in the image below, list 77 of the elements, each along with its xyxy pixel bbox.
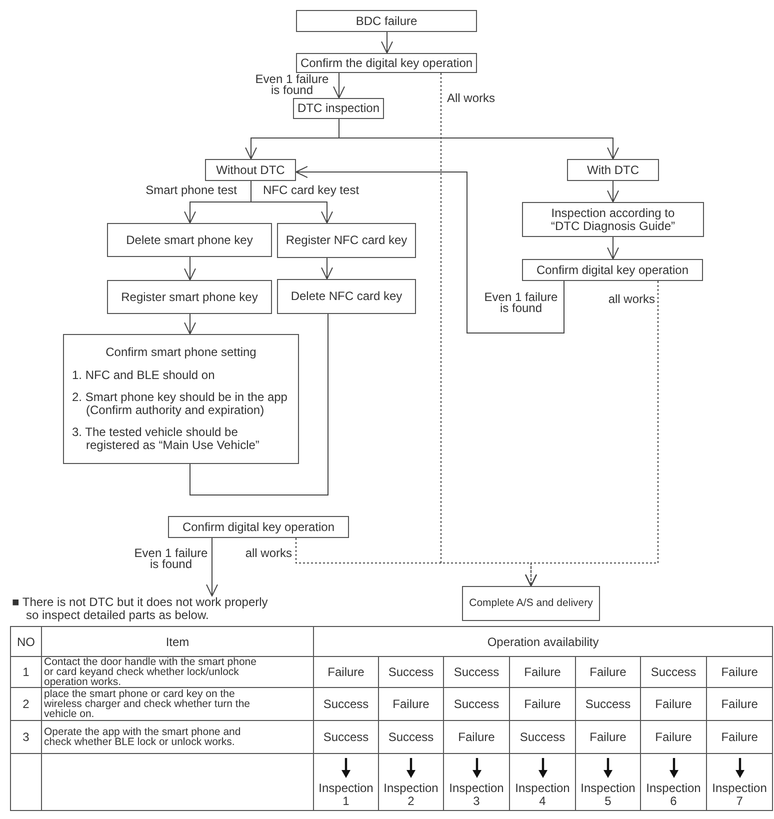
note-text: ■ There is not DTC but it does not work properly so inspect detailed parts as below.: [12, 596, 276, 621]
status-text: Success: [388, 730, 434, 744]
arrow: [206, 538, 218, 596]
status-text: Failure: [590, 665, 626, 679]
status-text: Failure: [721, 730, 758, 744]
edge-label: All works: [447, 93, 496, 104]
status-text: Success: [323, 730, 369, 744]
arrow: [381, 32, 393, 54]
arrow: [321, 258, 333, 280]
status-text: Failure: [458, 730, 495, 744]
process-box: Confirm digital key operation: [168, 516, 349, 538]
status-text: Success: [585, 697, 631, 711]
inspection-label: Inspection 2: [382, 782, 440, 808]
process-box: Confirm the digital key operation: [296, 53, 477, 73]
arrow: [607, 236, 619, 260]
row-number: 2: [22, 697, 30, 711]
arrow: [250, 180, 333, 224]
inspection-label: Inspection 6: [645, 782, 702, 808]
column-header: Operation availability: [487, 634, 599, 648]
list-item: 1. NFC and BLE should on: [72, 369, 216, 382]
box-heading: Confirm smart phone setting: [104, 346, 258, 359]
inspection-label: Inspection 3: [448, 782, 505, 808]
process-box: Inspection according to “DTC Diagnosis Guide”: [522, 202, 704, 237]
process-box: Delete smart phone key: [107, 223, 272, 257]
status-text: Success: [520, 730, 566, 744]
status-text: Success: [454, 697, 500, 711]
inspection-label: Inspection 4: [514, 782, 571, 808]
arrow: [338, 118, 619, 160]
edge-label: Even 1 failure is found: [483, 292, 559, 314]
process-box: With DTC: [567, 159, 659, 181]
checklist-box: [63, 334, 299, 464]
inspection-label: Inspection 5: [580, 782, 636, 808]
status-text: Success: [650, 665, 696, 679]
process-box: Register NFC card key: [277, 223, 416, 258]
edge-label: all works: [244, 548, 292, 559]
edge-label: Smart phone test: [144, 185, 237, 196]
dashed-arrow: [296, 538, 537, 586]
status-text: Failure: [655, 697, 692, 711]
process-box: Complete A/S and delivery: [462, 586, 600, 621]
row-number: 3: [22, 730, 30, 744]
status-text: Failure: [655, 730, 692, 744]
edge-label: NFC card key test: [263, 185, 360, 196]
status-text: Failure: [721, 697, 758, 711]
edge-label: all works: [607, 294, 655, 305]
column-header: NO: [17, 634, 35, 648]
list-item: 3. The tested vehicle should be registered as “Main Use Vehicle”: [72, 426, 260, 452]
status-text: Failure: [524, 697, 561, 711]
arrow: [607, 180, 619, 202]
item-description: place the smart phone or card key on the wireless charger and check whether turn the vehicle on.: [43, 689, 252, 719]
process-box: Register smart phone key: [107, 280, 272, 314]
item-description: Operate the app with the smart phone and check whether BLE lock or unlock works.: [43, 727, 242, 747]
process-box: Confirm digital key operation: [522, 259, 703, 281]
row-number: 1: [22, 665, 30, 679]
item-description: Contact the door handle with the smart phone or card keyand check whether lock/unlock operation works.: [43, 657, 258, 687]
process-box: BDC failure: [296, 10, 477, 32]
edge-label: Even 1 failure is found: [133, 548, 209, 570]
column-header: Item: [166, 634, 190, 648]
status-text: Failure: [721, 665, 758, 679]
status-text: Success: [323, 697, 369, 711]
arrow: [184, 314, 196, 334]
status-text: Success: [388, 665, 434, 679]
process-box: Without DTC: [205, 159, 296, 181]
status-text: Failure: [524, 665, 561, 679]
process-box: Delete NFC card key: [277, 279, 416, 314]
status-text: Failure: [590, 730, 626, 744]
edge-label: Even 1 failure is found: [254, 74, 330, 96]
connector-line: [190, 314, 328, 496]
arrow: [184, 256, 196, 280]
arrow: [333, 72, 345, 98]
inspection-label: Inspection 7: [711, 782, 768, 808]
list-item: 2. Smart phone key should be in the app (Confirm authority and expiration): [72, 391, 288, 417]
inspection-label: Inspection 1: [318, 782, 374, 808]
status-text: Failure: [328, 665, 364, 679]
status-text: Failure: [392, 697, 430, 711]
process-box: DTC inspection: [293, 98, 384, 119]
arrow: [296, 166, 564, 334]
status-text: Success: [454, 665, 500, 679]
